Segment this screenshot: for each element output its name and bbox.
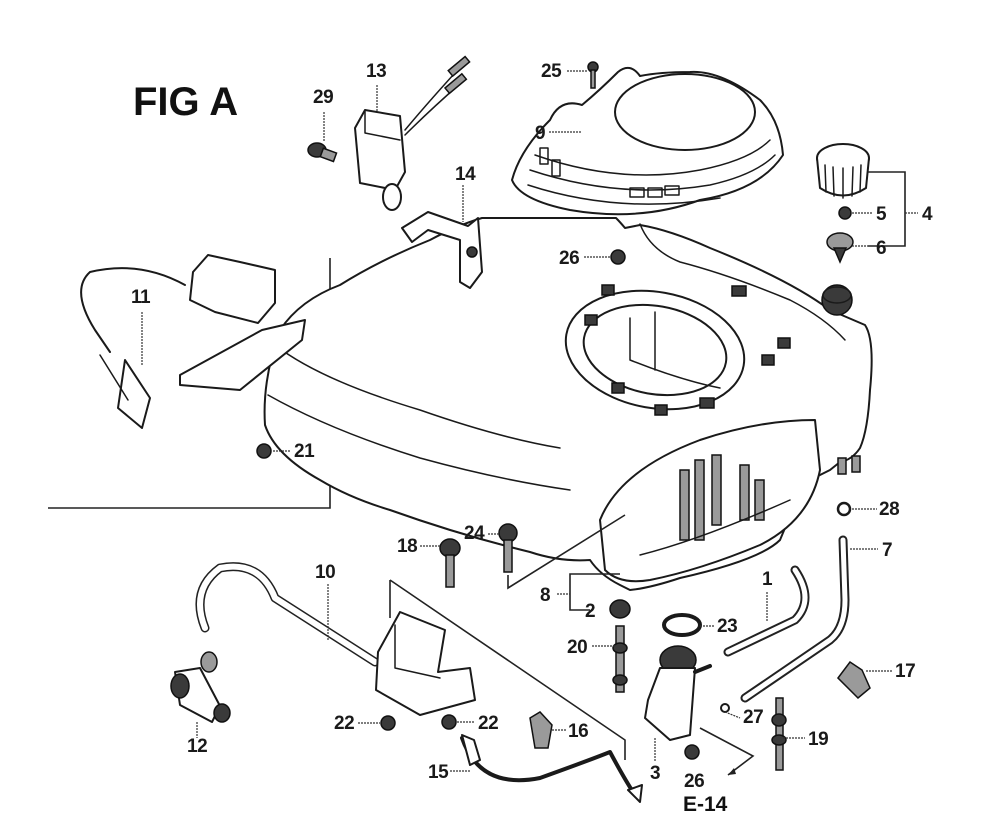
callout-16[interactable]: 16 <box>568 721 589 742</box>
ground-wire-part[interactable] <box>460 734 643 803</box>
tank-bracket <box>557 573 620 611</box>
page-reference: E-14 <box>683 793 728 816</box>
fuel-tube-short-part[interactable] <box>723 565 810 657</box>
callout-19[interactable]: 19 <box>808 729 829 750</box>
tank-grommet-part[interactable] <box>609 599 631 619</box>
callout-21[interactable]: 21 <box>294 441 315 462</box>
flange-bolt-a-part[interactable] <box>439 538 461 588</box>
washer-b-part-2[interactable] <box>441 714 457 730</box>
control-module-part[interactable] <box>354 55 471 211</box>
bolt-washer-part[interactable] <box>307 142 338 163</box>
tube-clamp-part[interactable] <box>720 703 730 713</box>
spark-plug-cap-part[interactable] <box>170 651 231 723</box>
callout-28[interactable]: 28 <box>879 499 900 520</box>
callout-13[interactable]: 13 <box>366 61 387 82</box>
callout-5[interactable]: 5 <box>876 204 887 225</box>
stay-bracket-part[interactable] <box>401 211 483 289</box>
callout-17[interactable]: 17 <box>895 661 916 682</box>
callout-8[interactable]: 8 <box>540 585 551 606</box>
figure-title: FIG A <box>133 80 239 124</box>
washer-b-part[interactable] <box>380 715 396 731</box>
callout-4[interactable]: 4 <box>922 204 933 225</box>
callout-27[interactable]: 27 <box>743 707 764 728</box>
callout-25[interactable]: 25 <box>541 61 562 82</box>
callout-12[interactable]: 12 <box>187 736 208 757</box>
fuel-tube-long-part[interactable] <box>740 535 850 703</box>
callout-2[interactable]: 2 <box>585 601 596 622</box>
nut-part[interactable] <box>610 249 626 265</box>
tube-clip-part[interactable] <box>837 660 871 700</box>
callout-7[interactable]: 7 <box>882 540 893 561</box>
callout-18[interactable]: 18 <box>397 536 418 557</box>
washer-a-part[interactable] <box>256 443 272 459</box>
stud-bolt-part[interactable] <box>612 625 628 693</box>
callout-1[interactable]: 1 <box>762 569 773 590</box>
callout-29[interactable]: 29 <box>313 87 334 108</box>
o-ring-part[interactable] <box>662 613 702 637</box>
leader-lines <box>141 70 893 772</box>
callout-9[interactable]: 9 <box>535 123 546 144</box>
clip-part[interactable] <box>836 501 852 517</box>
fuel-filter-part[interactable] <box>826 232 854 264</box>
callout-6[interactable]: 6 <box>876 238 887 259</box>
callout-22-b[interactable]: 22 <box>478 713 499 734</box>
callout-26[interactable]: 26 <box>559 248 580 269</box>
fuel-cap-part[interactable] <box>816 143 870 199</box>
callout-11[interactable]: 11 <box>131 287 151 308</box>
callout-3[interactable]: 3 <box>650 763 661 784</box>
callout-23[interactable]: 23 <box>717 616 738 637</box>
callout-22[interactable]: 22 <box>334 713 355 734</box>
fuel-joint-part[interactable] <box>771 697 787 771</box>
callout-15[interactable]: 15 <box>428 762 449 783</box>
screw-part[interactable] <box>587 61 599 89</box>
ignition-coil-part[interactable] <box>195 562 626 760</box>
ignition-coil-inset-part[interactable] <box>80 254 306 429</box>
fuel-valve-part[interactable] <box>644 645 712 741</box>
callout-14[interactable]: 14 <box>455 164 476 185</box>
wire-clip-part[interactable] <box>529 711 553 749</box>
cap-bracket <box>852 171 918 247</box>
flange-bolt-b-part[interactable] <box>498 514 626 590</box>
fuel-tank-part[interactable] <box>263 217 873 591</box>
cap-gasket-part[interactable] <box>838 206 852 220</box>
reference-arrow <box>699 727 755 776</box>
nut-part-2[interactable] <box>684 744 700 760</box>
callout-26-b[interactable]: 26 <box>684 771 705 792</box>
callout-24[interactable]: 24 <box>464 523 485 544</box>
fan-cover-part[interactable] <box>511 66 784 216</box>
callout-10[interactable]: 10 <box>315 562 336 583</box>
callout-20[interactable]: 20 <box>567 637 588 658</box>
